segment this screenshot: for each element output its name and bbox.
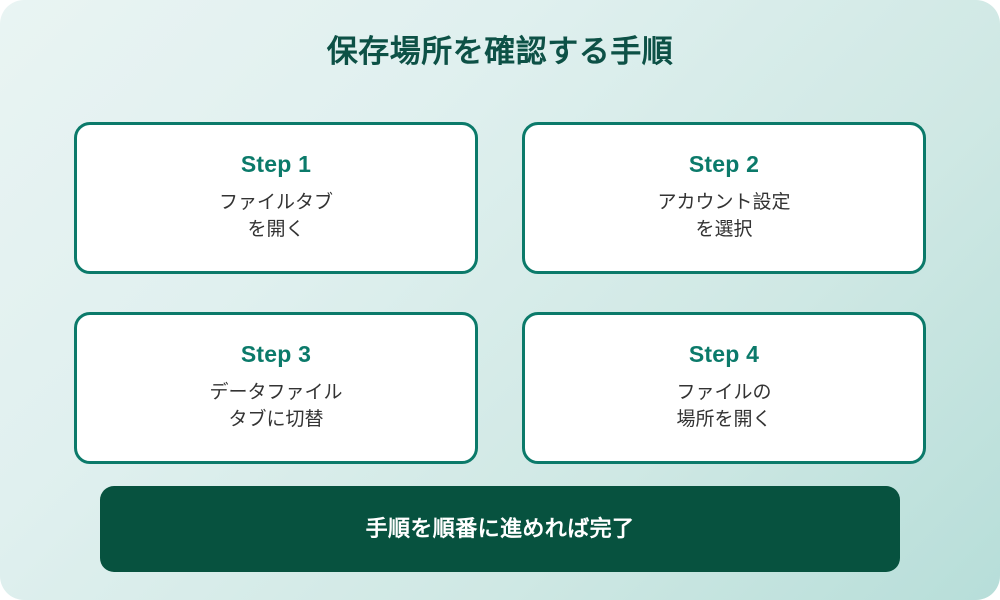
step-label-2: Step 2 — [688, 151, 760, 178]
step-body-4: ファイルの 場所を開く — [676, 381, 772, 431]
step-label-1: Step 1 — [240, 151, 312, 178]
step-body-3: データファイル タブに切替 — [209, 381, 343, 431]
step-body-1: ファイルタブ を開く — [218, 191, 333, 241]
summary-banner: 手順を順番に進めれば完了 — [100, 486, 900, 572]
step-card-2: Step 2 アカウント設定 を選択 — [522, 122, 926, 274]
step-label-4: Step 4 — [688, 341, 760, 368]
step-label-3: Step 3 — [240, 341, 312, 368]
page-title: 保存場所を確認する手順 — [326, 34, 674, 69]
step-card-4: Step 4 ファイルの 場所を開く — [522, 312, 926, 464]
summary-banner-text: 手順を順番に進めれば完了 — [365, 515, 635, 541]
step-body-2: アカウント設定 を選択 — [657, 191, 791, 241]
step-card-1: Step 1 ファイルタブ を開く — [74, 122, 478, 274]
step-grid: Step 1 ファイルタブ を開く Step 2 アカウント設定 を選択 Ste… — [74, 122, 926, 464]
step-card-3: Step 3 データファイル タブに切替 — [74, 312, 478, 464]
